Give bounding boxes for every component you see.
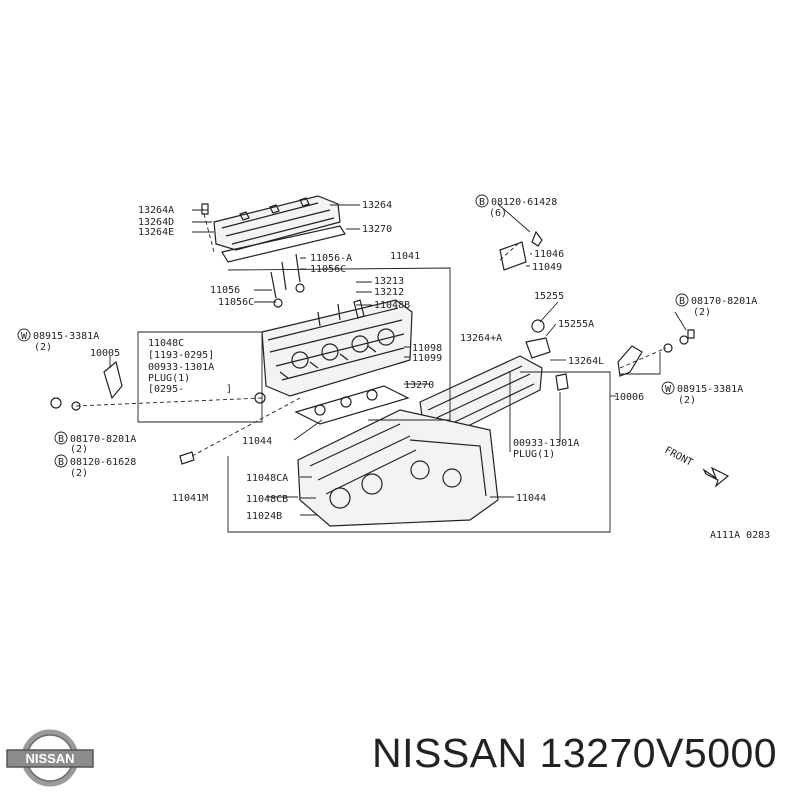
label-08915-3381A-right-qty: (2) [678, 395, 696, 406]
label-11024B: 11024B [246, 511, 282, 522]
label-08120-61628-qty: (2) [70, 468, 88, 479]
label-1193-0295: [1193-0295] [148, 350, 214, 361]
label-00933-1301A-left: 00933-1301A [148, 362, 214, 373]
label-11041: 11041 [390, 251, 420, 262]
fittings-right [499, 230, 695, 377]
label-13264D: 13264D [138, 217, 174, 228]
label-plug-left: PLUG(1) [148, 373, 190, 384]
label-11048CA: 11048CA [246, 473, 288, 484]
label-11044-right: 11044 [516, 493, 546, 504]
label-10005: 10005 [90, 348, 120, 359]
label-08915-3381A-right: 08915-3381A [677, 384, 743, 395]
label-08170-8201A-right-qty: (2) [693, 307, 711, 318]
label-11048C: 11048C [148, 338, 184, 349]
label-08170-8201A-left-qty: (2) [70, 444, 88, 455]
label-15255A: 15255A [558, 319, 594, 330]
leader-lines [109, 203, 687, 516]
nissan-logo: NISSAN [6, 729, 94, 787]
label-11046: 11046 [534, 249, 564, 260]
label-11056-A: 11056-A [310, 253, 352, 264]
label-11044-left: 11044 [242, 436, 272, 447]
brand-row: NISSAN NISSAN 13270V5000 [0, 718, 800, 788]
label-13264A: 13264A [138, 205, 174, 216]
svg-text:B: B [58, 434, 64, 445]
dashed-lines [75, 213, 667, 457]
svg-text:B: B [679, 296, 685, 307]
label-15255: 15255 [534, 291, 564, 302]
cylinder-head-upper [261, 299, 413, 397]
svg-text:B: B [58, 457, 64, 468]
label-13264+A: 13264+A [460, 333, 502, 344]
label-13264: 13264 [362, 200, 392, 211]
label-13270-mid: 13270 [404, 380, 434, 391]
label-13270-top: 13270 [362, 224, 392, 235]
label-11056C-top: 11056C [310, 264, 346, 275]
label-11049: 11049 [532, 262, 562, 273]
label-11099: 11099 [412, 353, 442, 364]
label-11056: 11056 [210, 285, 240, 296]
label-11041M: 11041M [172, 493, 208, 504]
label-08120-61628: 08120-61628 [70, 457, 136, 468]
front-arrow: FRONT [663, 445, 730, 488]
head-gasket-left [294, 385, 410, 425]
label-11048CB: 11048CB [246, 494, 288, 505]
label-08170-8201A-right: 08170-8201A [691, 296, 757, 307]
label-11048B: 11048B [374, 300, 410, 311]
label-08120-61428-qty: (6) [489, 208, 507, 219]
label-13213: 13213 [374, 276, 404, 287]
label-11056C: 11056C [218, 297, 254, 308]
label-10006: 10006 [614, 392, 644, 403]
diagram-ref-code: A111A 0283 [710, 530, 770, 541]
svg-text:B: B [479, 197, 485, 208]
front-label: FRONT [663, 445, 695, 469]
valve-parts [270, 253, 365, 327]
label-0295-close: ] [226, 384, 232, 395]
label-13264L: 13264L [568, 356, 604, 367]
part-labels: 13264A 13264D 13264E 13264 13270 08120-6… [33, 197, 757, 522]
label-08170-8201A-left: 08170-8201A [70, 434, 136, 445]
label-08915-3381A-left: 08915-3381A [33, 331, 99, 342]
label-plug-right: PLUG(1) [513, 449, 555, 460]
label-13212: 13212 [374, 287, 404, 298]
label-11098: 11098 [412, 343, 442, 354]
label-08120-61428: 08120-61428 [491, 197, 557, 208]
label-00933-1301A-right: 00933-1301A [513, 438, 579, 449]
rocker-cover-upper [213, 195, 346, 263]
svg-text:NISSAN: NISSAN [25, 751, 74, 766]
circle-markers: B B W W B B [17, 194, 689, 468]
engine-block [297, 409, 499, 527]
thermostat-parts [525, 319, 569, 391]
label-13264E: 13264E [138, 227, 174, 238]
label-0295: [0295- [148, 384, 184, 395]
part-number-title: NISSAN 13270V5000 [372, 730, 778, 776]
svg-text:W: W [21, 331, 28, 342]
label-08915-3381A-left-qty: (2) [34, 342, 52, 353]
svg-text:W: W [665, 384, 672, 395]
